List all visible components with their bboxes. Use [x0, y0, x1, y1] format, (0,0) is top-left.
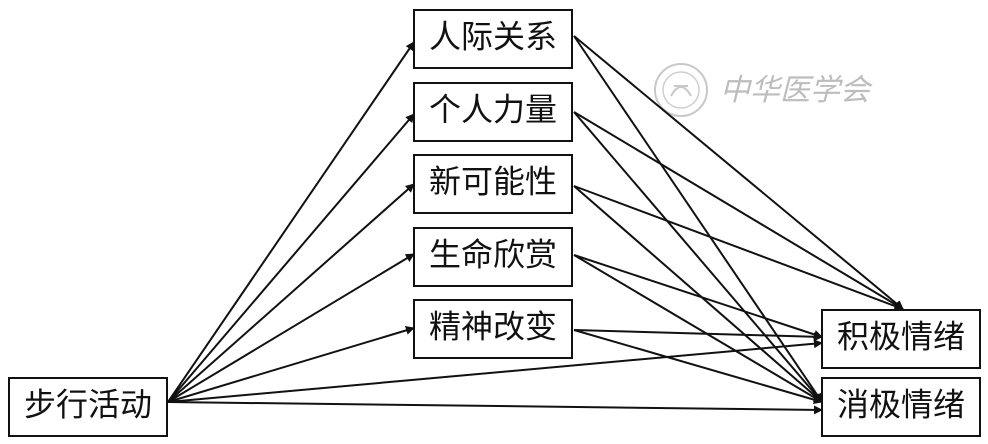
node-negative: 消极情绪: [821, 377, 981, 437]
edges: [167, 35, 904, 415]
node-label-positive: 积极情绪: [837, 318, 965, 356]
arrow-walking-to-negative: [167, 401, 823, 415]
node-label-walking: 步行活动: [24, 386, 152, 424]
arrow-m2-to-positive: [573, 111, 904, 310]
node-m4: 生命欣赏: [413, 227, 573, 287]
arrow-walking-to-m2: [167, 113, 415, 403]
node-label-m5: 精神改变: [429, 308, 557, 346]
node-walking: 步行活动: [8, 377, 168, 437]
node-positive: 积极情绪: [821, 309, 981, 369]
arrow-m5-to-positive: [573, 329, 823, 342]
arrow-m4-to-negative: [573, 254, 823, 403]
arrow-m4-to-positive: [573, 254, 823, 339]
arrow-walking-to-m1: [167, 41, 415, 403]
node-label-m4: 生命欣赏: [429, 236, 557, 274]
node-label-m1: 人际关系: [429, 18, 557, 56]
arrow-m2-to-negative: [573, 111, 823, 403]
arrow-walking-to-positive: [167, 339, 823, 403]
node-m2: 个人力量: [413, 82, 573, 142]
node-m1: 人际关系: [413, 9, 573, 69]
arrow-m3-to-positive: [573, 185, 904, 311]
node-label-negative: 消极情绪: [837, 386, 965, 424]
node-m5: 精神改变: [413, 299, 573, 359]
arrow-walking-to-m4: [167, 253, 415, 403]
arrow-walking-to-m3: [167, 183, 415, 403]
node-label-m2: 个人力量: [429, 91, 557, 129]
society-seal-icon: [654, 63, 708, 117]
node-m3: 新可能性: [413, 154, 573, 214]
arrow-walking-to-m5: [167, 326, 415, 403]
arrow-m5-to-negative: [573, 329, 823, 405]
node-label-m3: 新可能性: [429, 163, 557, 201]
arrow-m3-to-negative: [573, 185, 823, 403]
watermark: 中华医学会: [654, 63, 873, 117]
arrow-m1-to-negative: [573, 35, 823, 403]
watermark-text: 中华医学会: [720, 73, 873, 108]
arrow-m1-to-positive: [573, 35, 904, 310]
